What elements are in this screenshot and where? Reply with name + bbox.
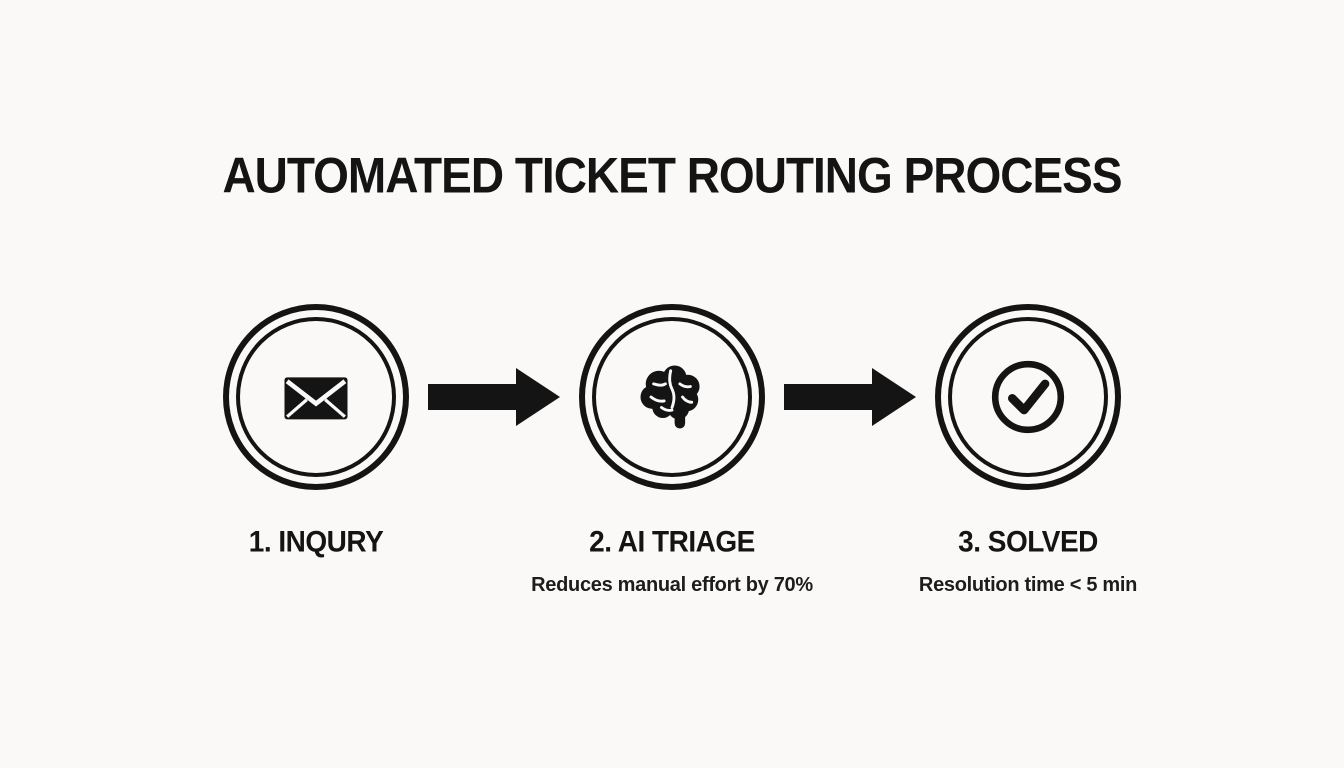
- step-circle-inner: [236, 317, 396, 477]
- step-circle-inner: [592, 317, 752, 477]
- step-subtext: Resolution time < 5 min: [918, 574, 1138, 596]
- step-label: 1. INQURY: [248, 525, 384, 558]
- brain-icon: [630, 355, 714, 439]
- arrow-head: [872, 368, 916, 426]
- arrow-right-icon: [784, 368, 916, 426]
- process-flow: 1. INQURY: [0, 304, 1344, 597]
- arrow-head: [516, 368, 560, 426]
- step-subtext: Reduces manual effort by 70%: [531, 574, 813, 596]
- step-label: 2. AI TRIAGE: [589, 525, 755, 558]
- step-inquiry: 1. INQURY: [223, 304, 409, 574]
- arrow-shaft: [784, 384, 874, 410]
- envelope-icon: [274, 355, 358, 439]
- step-circle: [579, 304, 765, 490]
- diagram-title: AUTOMATED TICKET ROUTING PROCESS: [222, 147, 1122, 204]
- arrow-right-icon: [428, 368, 560, 426]
- step-label: 3. SOLVED: [958, 525, 1098, 558]
- check-circle-icon: [986, 355, 1070, 439]
- arrow-shaft: [428, 384, 518, 410]
- step-circle-inner: [948, 317, 1108, 477]
- step-ai-triage: 2. AI TRIAGE Reduces manual effort by 70…: [531, 304, 813, 597]
- step-solved: 3. SOLVED Resolution time < 5 min: [919, 304, 1137, 597]
- step-circle: [935, 304, 1121, 490]
- step-circle: [223, 304, 409, 490]
